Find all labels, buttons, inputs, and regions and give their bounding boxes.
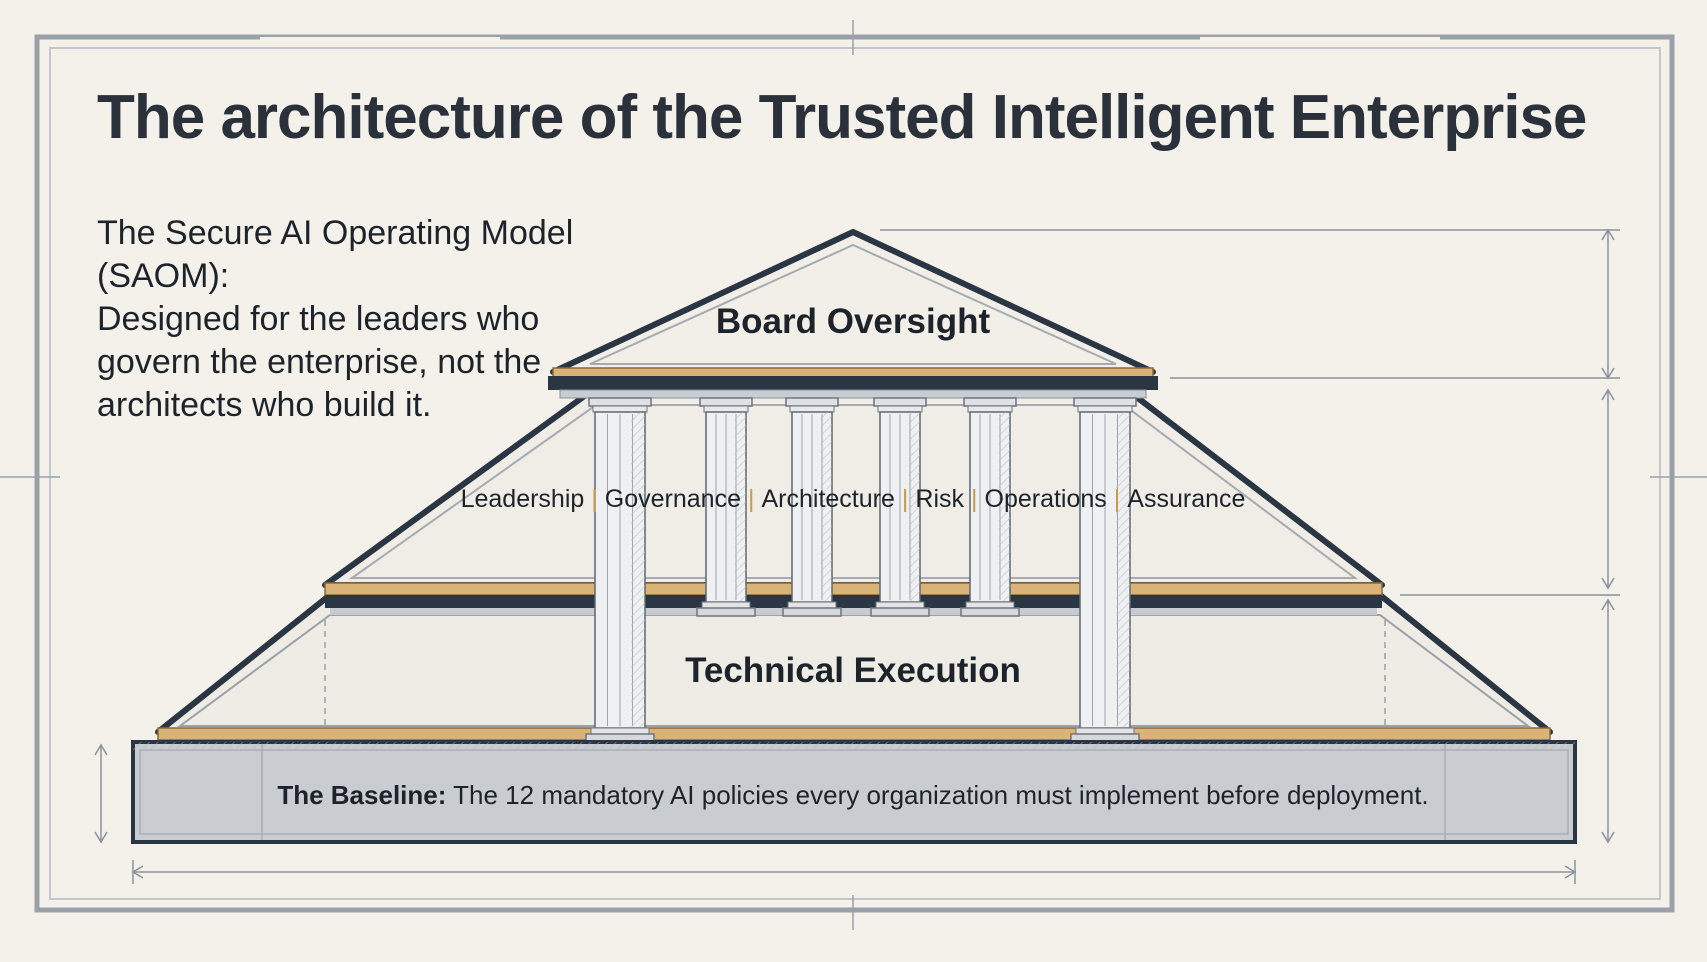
baseline-body: The 12 mandatory AI policies every organ… [446, 780, 1429, 810]
pillar-label-operations: Operations [984, 485, 1107, 513]
baseline-slab [131, 740, 1577, 844]
pillar-separator: | [1113, 485, 1121, 513]
inner-pillar [960, 397, 1020, 617]
roof-label: Board Oversight [715, 302, 991, 341]
subtitle-line: The Secure AI Operating Model (SAOM): [97, 214, 574, 295]
pillar-separator: | [748, 485, 755, 513]
pillar-label-governance: Governance [604, 485, 741, 513]
pillar-separator: | [901, 485, 909, 513]
pillar-separator: | [591, 485, 598, 513]
subtitle: The Secure AI Operating Model (SAOM): De… [97, 212, 697, 427]
outer-pillar [1070, 397, 1140, 743]
subtitle-line: architects who build it. [97, 386, 432, 424]
pillar-separator: | [971, 485, 978, 513]
roof-pediment [548, 229, 1158, 399]
pillar-label-risk: Risk [915, 485, 964, 513]
outer-pillar [585, 397, 655, 743]
pillar-label-architecture: Architecture [761, 485, 895, 513]
inner-pillar [870, 397, 930, 617]
pillar-labels: Leadership | Governance | Architecture |… [461, 485, 1246, 514]
inner-pillar [782, 397, 842, 617]
inner-pillar [696, 397, 756, 617]
dimension-lines [94, 228, 1620, 884]
subtitle-line: Designed for the leaders who [97, 300, 540, 338]
baseline-text: The Baseline: The 12 mandatory AI polici… [277, 780, 1428, 811]
outer-frame [0, 20, 1707, 930]
baseline-lead: The Baseline: [277, 780, 447, 810]
pillar-label-assurance: Assurance [1127, 485, 1246, 513]
inner-pillars [696, 397, 1020, 617]
pillar-label-leadership: Leadership [460, 485, 585, 513]
outer-pillars [585, 397, 1140, 743]
page-title: The architecture of the Trusted Intellig… [97, 83, 1587, 152]
subtitle-line: govern the enterprise, not the [97, 343, 542, 381]
middle-label: Technical Execution [685, 651, 1021, 690]
